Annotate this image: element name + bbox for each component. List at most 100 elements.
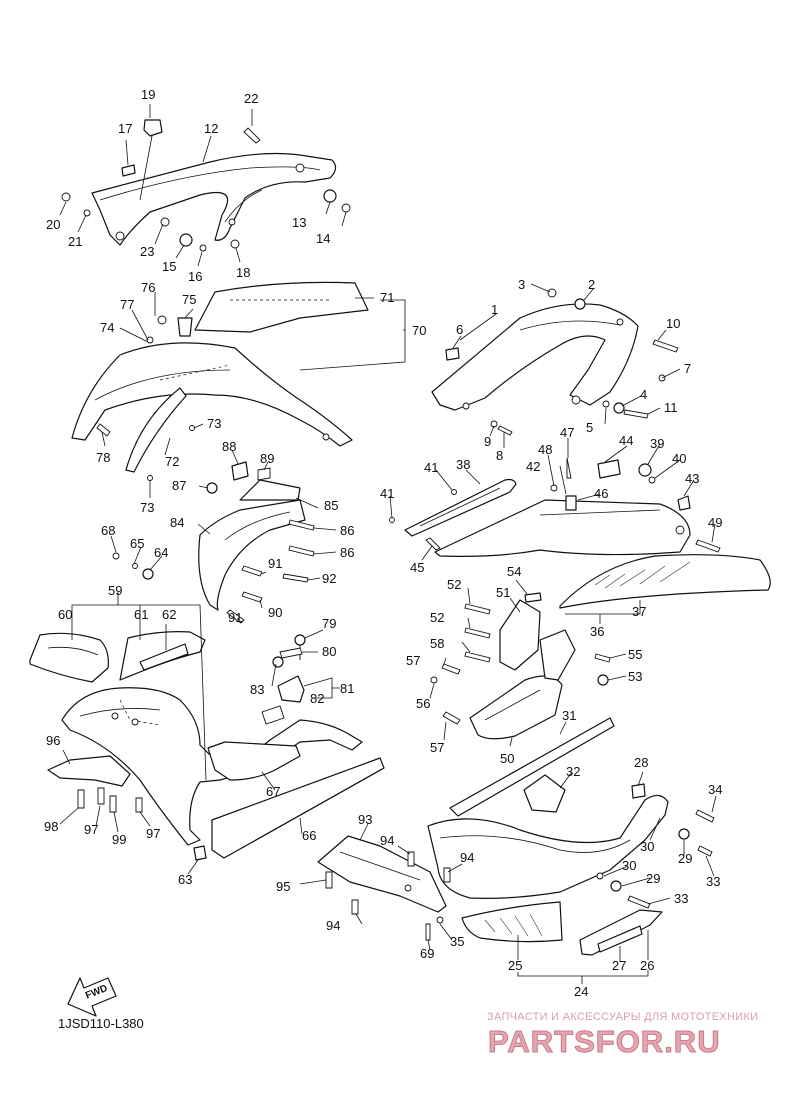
callout: 65 [130,536,144,551]
part-strip-66 [211,757,385,859]
part-strip-31 [449,717,615,817]
callout: 39 [650,436,664,451]
callout: 28 [634,755,648,770]
part-clip-19 [143,119,163,137]
callout: 23 [140,244,154,259]
part-decal-37 [559,554,771,609]
callout: 47 [560,425,574,440]
callout: 41 [380,486,394,501]
callout: 58 [430,636,444,651]
callout: 73 [140,500,154,515]
part-decal-26-27 [579,909,663,956]
callout: 87 [172,478,186,493]
part-bracket-81 [272,634,306,703]
callout: 41 [424,460,438,475]
callout: 36 [590,624,604,639]
part-mount-93 [317,835,447,913]
callout: 77 [120,297,134,312]
callout: 34 [708,782,722,797]
callout: 72 [165,454,179,469]
callout: 80 [322,644,336,659]
part-upper-bracket [91,152,337,246]
callout: 43 [685,471,699,486]
callout: 89 [260,451,274,466]
callout: 51 [496,585,510,600]
callout: 40 [672,451,686,466]
callout: 99 [112,832,126,847]
part-side-cover-36 [434,499,691,557]
leader-lines [59,104,717,984]
callout: 46 [594,486,608,501]
callout: 4 [640,387,647,402]
callout: 1 [491,302,498,317]
part-decal-25 [461,901,563,943]
part-duct-51 [499,592,542,671]
callout-labels: 19 17 12 22 20 21 23 15 16 18 13 14 76 7… [44,87,722,999]
part-clip-63 [193,845,207,861]
callout: 50 [500,751,514,766]
callout: 25 [508,958,522,973]
part-mount-96 [47,755,143,813]
part-panel-60 [29,632,109,683]
part-fasteners-1 [445,288,679,436]
callout: 22 [244,91,258,106]
part-fasteners-top [61,189,351,252]
callout: 9 [484,434,491,449]
part-under-cowl [427,794,669,899]
watermark-tagline: ЗАПЧАСТИ И АКСЕССУАРЫ ДЛЯ МОТОТЕХНИКИ [487,1011,759,1023]
callout: 11 [664,400,678,415]
part-fasteners-84 [112,461,315,624]
callout: 2 [588,277,595,292]
callout: 78 [96,450,110,465]
forward-arrow-icon: FWD [67,977,117,1017]
callout: 5 [586,420,593,435]
part-bracket-32 [523,774,566,813]
callout: 82 [310,691,324,706]
callout: 64 [154,545,168,560]
callout: 95 [276,879,290,894]
callout: 45 [410,560,424,575]
callout: 92 [322,571,336,586]
callout: 94 [460,850,474,865]
callout: 84 [170,515,184,530]
callout: 37 [632,604,646,619]
callout: 32 [566,764,580,779]
callout: 30 [622,858,636,873]
part-fasteners-36 [389,457,721,553]
callout: 17 [118,121,132,136]
callout: 94 [326,918,340,933]
callout: 48 [538,442,552,457]
callout: 91 [268,556,282,571]
callout: 98 [44,819,58,834]
callout: 33 [706,874,720,889]
callout: 85 [324,498,338,513]
diagram-code: 1JSD110-L380 [58,1016,144,1031]
callout: 66 [302,828,316,843]
callout: 57 [406,653,420,668]
callout: 79 [322,616,336,631]
watermark-logo: PARTSFOR.RU [488,1024,721,1060]
callout: 63 [178,872,192,887]
part-strip-38 [404,478,517,537]
callout: 13 [292,215,306,230]
callout: 86 [340,523,354,538]
part-lower-fairing [61,687,363,846]
part-fasteners-cowl [96,315,195,481]
callout: 67 [266,784,280,799]
callout: 57 [430,740,444,755]
callout: 6 [456,322,463,337]
part-upper-cowling [71,342,353,447]
part-side-panel-72 [125,387,187,473]
callout: 83 [250,682,264,697]
callout: 18 [236,265,250,280]
callout: 21 [68,234,82,249]
callout: 53 [628,669,642,684]
part-windscreen-71 [194,281,369,333]
callout: 56 [416,696,430,711]
callout: 86 [340,545,354,560]
callout: 59 [108,583,122,598]
callout: 15 [162,259,176,274]
callout: 81 [340,681,354,696]
callout: 20 [46,217,60,232]
